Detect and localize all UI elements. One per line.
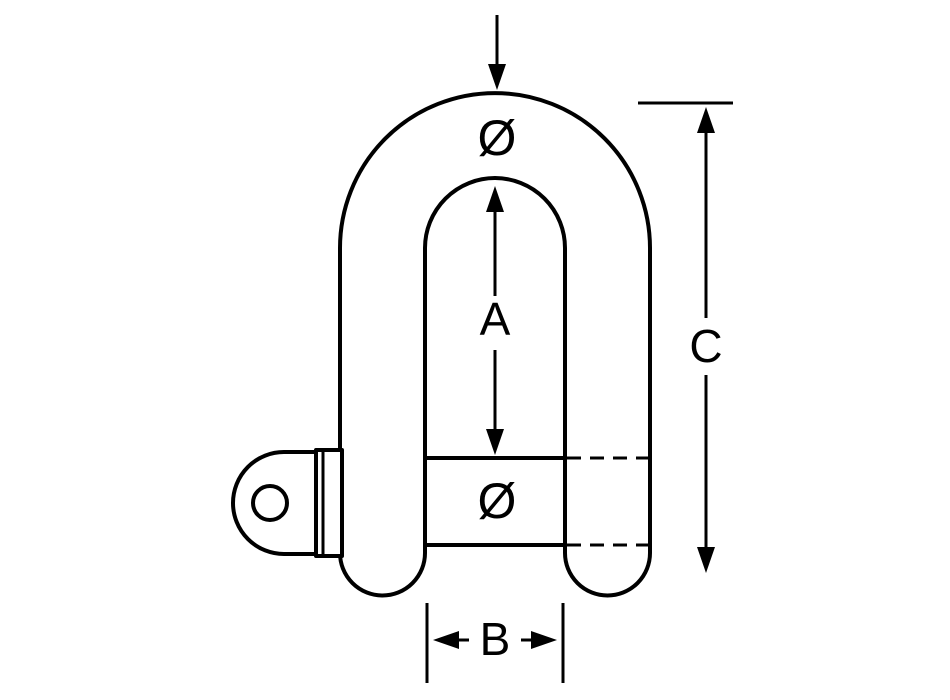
dim-b-right-arrowhead: [531, 631, 557, 649]
dimension-c: C: [638, 101, 733, 573]
top-pointer-down-arrowhead: [488, 64, 506, 90]
dim-a-up-arrowhead: [486, 186, 504, 212]
pin-diameter-annotation: Ø: [478, 473, 517, 529]
dim-c-up-arrowhead: [697, 107, 715, 133]
bow-diameter-annotation: Ø: [478, 15, 517, 166]
shackle-outline: [338, 91, 652, 598]
pin-diameter-label: Ø: [478, 473, 517, 529]
shackle-body: [338, 91, 652, 598]
overall-length-label: C: [689, 320, 722, 372]
inside-length-label: A: [480, 293, 511, 345]
shackle-pin: [231, 448, 655, 558]
inside-width-label: B: [480, 613, 511, 665]
dimension-a: A: [480, 186, 511, 455]
dim-c-down-arrowhead: [697, 547, 715, 573]
pin-collar: [314, 448, 344, 558]
bow-diameter-label: Ø: [478, 110, 517, 166]
dimension-b: B: [425, 603, 565, 683]
pin-eye-hole: [251, 484, 289, 522]
dim-a-down-arrowhead: [486, 429, 504, 455]
dim-b-left-arrowhead: [433, 631, 459, 649]
